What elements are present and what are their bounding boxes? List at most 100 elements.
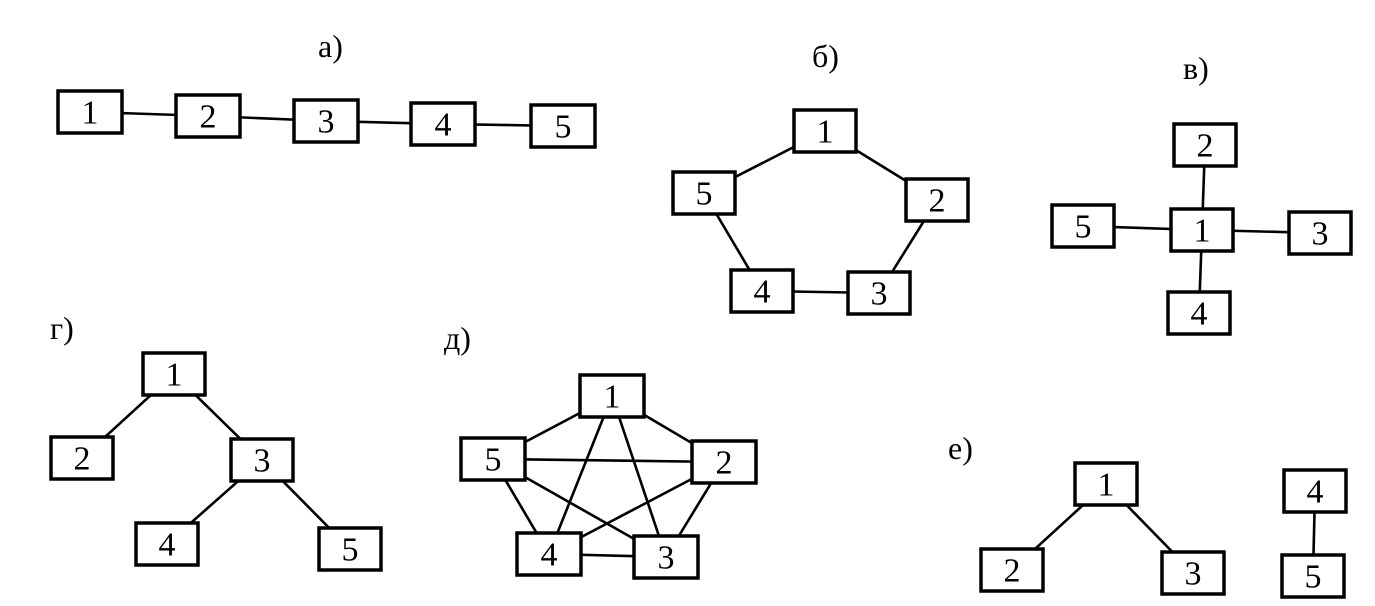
node-box	[690, 439, 758, 485]
node-label: 1	[1098, 467, 1115, 504]
graph-v-node-2: 2	[1172, 122, 1238, 168]
node-label: 1	[604, 379, 621, 416]
graph-v-node-4: 4	[1166, 290, 1232, 336]
node-label: 4	[541, 537, 558, 574]
node-label: 3	[1312, 216, 1329, 253]
graph-a-label: а)	[318, 28, 343, 64]
node-box	[174, 93, 242, 139]
graph-d-node-5: 5	[459, 436, 527, 482]
node-box	[1169, 207, 1235, 253]
node-box	[729, 268, 795, 314]
graph-d: д) 1 2 3 4 5	[444, 320, 758, 580]
node-label: 4	[435, 107, 452, 144]
node-box	[292, 98, 360, 144]
graph-d-node-3: 3	[632, 534, 700, 580]
node-label: 2	[1197, 128, 1214, 165]
node-label: 1	[166, 357, 183, 394]
graph-g-node-1: 1	[141, 351, 207, 397]
graph-b: б) 1 2 3 4 5	[671, 38, 970, 316]
node-box	[846, 270, 912, 316]
graph-d-node-1: 1	[578, 373, 646, 419]
graph-g: г) 1 2 3 4 5	[49, 310, 383, 572]
node-label: 3	[658, 540, 675, 577]
node-box	[56, 89, 124, 135]
graph-d-node-4: 4	[515, 531, 583, 577]
graph-b-node-5: 5	[671, 170, 737, 216]
node-label: 2	[1004, 553, 1021, 590]
node-box	[632, 534, 700, 580]
node-label: 3	[318, 104, 335, 141]
graph-a-node-5: 5	[529, 103, 597, 149]
graph-a-node-4: 4	[409, 101, 477, 147]
graph-d-label: д)	[444, 320, 471, 356]
graph-e-node-1: 1	[1073, 461, 1139, 507]
node-label: 5	[1305, 559, 1322, 596]
node-box	[229, 437, 295, 483]
node-box	[529, 103, 597, 149]
graph-d-node-2: 2	[690, 439, 758, 485]
graph-b-node-1: 1	[792, 108, 858, 154]
node-box	[578, 373, 646, 419]
node-box	[134, 521, 200, 567]
graph-v-node-1: 1	[1169, 207, 1235, 253]
graph-b-node-3: 3	[846, 270, 912, 316]
graph-a-node-1: 1	[56, 89, 124, 135]
graph-d-edge-2-5	[492, 457, 725, 464]
graph-v: в) 1 2 3 4 5	[1050, 50, 1353, 336]
graph-b-label: б)	[812, 38, 839, 74]
node-box	[671, 170, 737, 216]
graph-e-label: е)	[948, 430, 973, 466]
graph-e-node-4: 4	[1282, 468, 1348, 514]
node-label: 1	[82, 95, 99, 132]
graph-d-edge-1-3	[610, 395, 668, 558]
node-label: 5	[342, 532, 359, 569]
node-box	[1073, 461, 1139, 507]
graph-a-node-2: 2	[174, 93, 242, 139]
node-label: 3	[1185, 556, 1202, 593]
node-box	[317, 526, 383, 572]
node-box	[1160, 550, 1226, 596]
graph-v-label: в)	[1183, 50, 1209, 86]
node-box	[1050, 203, 1116, 249]
node-box	[1172, 122, 1238, 168]
node-label: 1	[817, 114, 834, 151]
node-label: 4	[1191, 296, 1208, 333]
graph-e-node-2: 2	[979, 547, 1045, 593]
graph-e-node-3: 3	[1160, 550, 1226, 596]
graph-v-node-5: 5	[1050, 203, 1116, 249]
node-label: 4	[1307, 474, 1324, 511]
node-box	[409, 101, 477, 147]
node-label: 4	[754, 274, 771, 311]
node-box	[141, 351, 207, 397]
graph-b-node-4: 4	[729, 268, 795, 314]
graph-a-node-3: 3	[292, 98, 360, 144]
node-label: 1	[1194, 213, 1211, 250]
node-box	[49, 435, 115, 481]
graph-g-node-3: 3	[229, 437, 295, 483]
node-box	[904, 177, 970, 223]
node-label: 3	[254, 443, 271, 480]
node-label: 2	[929, 183, 946, 220]
node-label: 5	[555, 109, 572, 146]
graph-a: а) 1 2 3 4 5	[56, 28, 597, 149]
node-box	[515, 531, 583, 577]
graph-v-node-3: 3	[1287, 210, 1353, 256]
node-label: 5	[696, 176, 713, 213]
graph-g-node-5: 5	[317, 526, 383, 572]
graph-e-node-5: 5	[1280, 553, 1346, 599]
node-label: 5	[485, 442, 502, 479]
node-box	[459, 436, 527, 482]
node-label: 2	[74, 441, 91, 478]
graph-e: е) 1 2 3 4 5	[948, 430, 1348, 599]
graph-g-node-4: 4	[134, 521, 200, 567]
node-label: 3	[871, 276, 888, 313]
node-label: 2	[200, 99, 217, 136]
node-label: 2	[716, 445, 733, 482]
node-box	[1280, 553, 1346, 599]
node-box	[1282, 468, 1348, 514]
node-box	[1166, 290, 1232, 336]
graph-g-label: г)	[50, 310, 74, 346]
graph-b-node-2: 2	[904, 177, 970, 223]
node-box	[792, 108, 858, 154]
